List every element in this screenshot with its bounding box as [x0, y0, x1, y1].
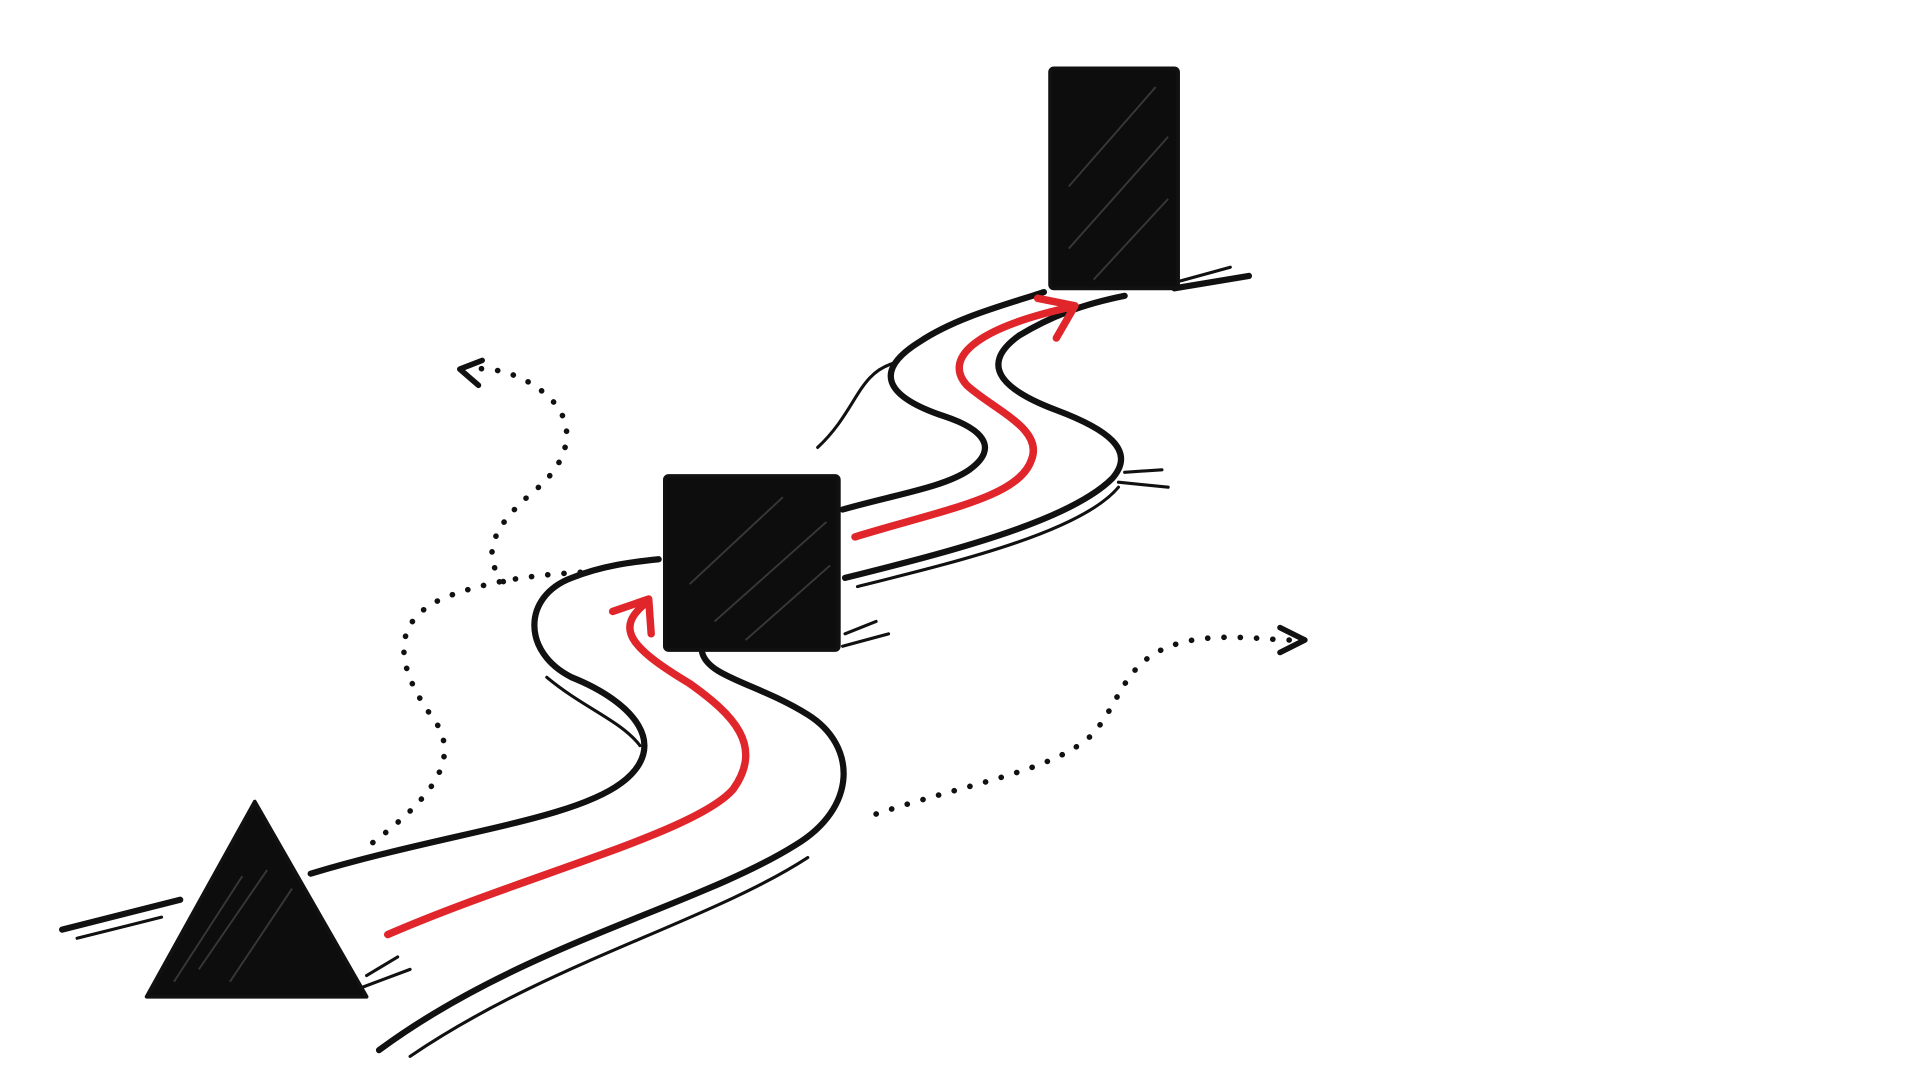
- ground-lines: [59, 265, 1253, 990]
- square-milestone: [662, 474, 841, 652]
- route-arrow-2: [851, 294, 1079, 541]
- triangle-milestone: [144, 799, 369, 999]
- route-arrow-1: [383, 595, 750, 939]
- tall-rectangle-milestone: [1048, 66, 1180, 291]
- dotted-path-left: [370, 357, 594, 846]
- road: [307, 288, 1128, 1058]
- dotted-path-right: [873, 624, 1308, 817]
